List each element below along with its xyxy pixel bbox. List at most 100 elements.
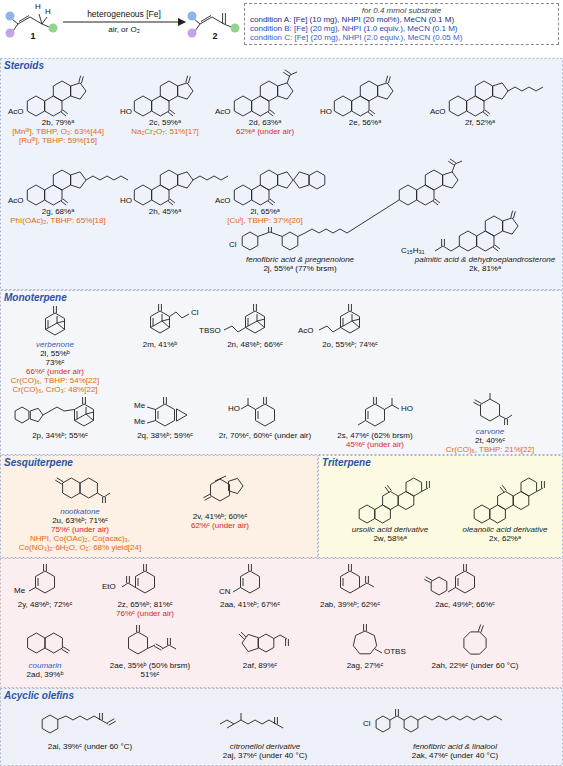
compound-text: 2b, 79%ᵃ	[2, 118, 114, 127]
condition-label: air, or O₂	[108, 25, 140, 34]
condition-text: condition A: [Fe] (10 mg), NHPI (20 mol%…	[250, 15, 553, 24]
compound-text: 2ae, 35%ᵇ (50% brsm)	[100, 661, 200, 670]
compound-text: 2s, 47%ᶜ (62% brsm)	[325, 431, 425, 440]
compound-text: [Mnᴵᴵᴵ], TBHP, O₂: 63%[44]	[2, 127, 114, 136]
compound-text: 2r, 70%ᶜ, 60%ᶜ (under air)	[210, 431, 320, 440]
section-band	[319, 456, 563, 558]
compound-text: 2j, 55%ᵃ (77% brsm)	[230, 264, 370, 273]
compound-entry: carvone2t, 40%ᶜCr(CO)₆, TBHP: 21%[22]	[435, 427, 545, 454]
compound-entry: 2c, 59%ᵃNa₂Cr₂O₇: 51%[17]	[119, 118, 211, 136]
compound-text: 2n, 48%ᵇ; 66%ᶜ	[209, 340, 301, 349]
compound-text: 2ab, 39%ᵇ; 62%ᶜ	[307, 600, 393, 609]
compound-text: [Cuᴵ], TBHP: 37%[20]	[215, 216, 315, 225]
atom-label: Me	[134, 417, 145, 426]
compound-text: 2h, 45%ᵃ	[123, 207, 207, 216]
atom-label: HO	[120, 196, 132, 205]
compound-entry: 2d, 63%ᵃ62%ᵃ (under air)	[219, 118, 311, 136]
compound-text: 2x, 62%ᵃ	[450, 534, 560, 543]
compound-text: 2z, 65%ᵇ; 81%ᶜ	[102, 600, 188, 609]
atom-label: Cl	[191, 308, 199, 317]
compound-text: 2ak, 47%ᶜ (under 40 °C)	[370, 751, 540, 760]
compound-text: 2i, 65%ᵃ	[215, 207, 315, 216]
atom-label: TBSO	[199, 326, 221, 335]
compound-number-box: 1	[4, 2, 62, 42]
compound-text: 2ad, 39%ᵇ	[5, 670, 85, 679]
section-band: Steroids2b, 79%ᵃ[Mnᴵᴵᴵ], TBHP, O₂: 63%[4…	[0, 58, 563, 290]
compound-entry: verbenone2l, 55%ᵇ73%ᶜ66%ᶜ (under air)Cr(…	[3, 340, 107, 394]
compound-entry: nootkatone2u, 63%ᵇ; 71%ᶜ75%ᶜ (under air)…	[5, 507, 155, 552]
compound-text: carvone	[435, 427, 545, 436]
compound-entry: coumarin2ad, 39%ᵇ	[5, 661, 85, 679]
compound-entry: 2f, 52%ᵃ	[438, 118, 522, 127]
compound-number: 2	[212, 31, 217, 42]
compound-text: palmitic acid & dehydroepiandrosterone	[405, 255, 563, 264]
compound-entry: 2ai, 39%ᶜ (under 60 °C)	[25, 742, 155, 751]
atom-label: H	[45, 7, 51, 16]
compound-text: coumarin	[5, 661, 85, 670]
compound-number-box: 2	[186, 2, 244, 42]
compound-text: 2u, 63%ᵇ; 71%ᶜ	[5, 516, 155, 525]
compound-text: Na₂Cr₂O₇: 51%[17]	[119, 127, 211, 136]
compound-entry: 2e, 56%ᵃ	[329, 118, 401, 127]
compound-text: PhI(OAc)₂, TBHP: 65%[18]	[2, 216, 114, 225]
atom-label: H	[35, 2, 41, 11]
compound-structures	[15, 70, 544, 733]
condition-text: for 0.4 mmol substrate	[250, 6, 553, 15]
compound-entry: 2ae, 35%ᵇ (50% brsm)51%ᶜ	[100, 661, 200, 679]
compound-text: 2af, 89%ᶜ	[220, 661, 300, 670]
compound-text: 2c, 59%ᵃ	[119, 118, 211, 127]
atom-label: HO	[228, 404, 240, 413]
reaction-arrow	[63, 21, 185, 22]
atom-label: EtO	[102, 582, 116, 591]
section-title: Monoterpene	[4, 292, 67, 304]
atom-label: AcO	[298, 326, 314, 335]
compound-text: fenofibric acid & pregnenolone	[230, 255, 370, 264]
arrow-label: heterogeneous [Fe]	[87, 9, 161, 19]
compound-text: verbenone	[3, 340, 107, 349]
atom-label: AcO	[430, 107, 446, 116]
compound-entry: 2m, 41%ᵇ	[124, 340, 196, 349]
compound-text: Cr(CO)₆, TBHP: 54%[22]	[3, 376, 107, 385]
atom-label: AcO	[215, 196, 231, 205]
substituent-ball	[49, 24, 58, 33]
compound-text: 2ah, 22%ᶜ (under 60 °C)	[420, 661, 530, 670]
compound-text: ursolic acid derivative	[335, 525, 445, 534]
compound-text: 62%ᵃ (under air)	[219, 127, 311, 136]
compound-text: 2aa, 41%ᵇ; 67%ᶜ	[207, 600, 293, 609]
section-title: Acyclic olefins	[4, 690, 74, 702]
compound-text: [Ruᴵᴵᴵ], TBHP: 59%[16]	[2, 136, 114, 145]
compound-text: 73%ᶜ	[3, 358, 107, 367]
compound-text: 2ag, 27%ᶜ	[325, 661, 405, 670]
compound-text: 2o, 55%ᵇ; 74%ᶜ	[304, 340, 396, 349]
substituent-ball	[6, 29, 15, 38]
compound-entry: 2o, 55%ᵇ; 74%ᶜ	[304, 340, 396, 349]
compound-entry: 2p, 34%ᵇ; 55%ᶜ	[14, 431, 106, 440]
compound-entry: 2y, 48%ᵇ; 72%ᶜ	[5, 600, 85, 609]
compound-text: 2w, 58%ᵃ	[335, 534, 445, 543]
atom-label: HO	[120, 107, 132, 116]
compound-entry: 2z, 65%ᵇ; 81%ᶜ76%ᶜ (under air)	[102, 600, 188, 618]
compound-entry: 2b, 79%ᵃ[Mnᴵᴵᴵ], TBHP, O₂: 63%[44][Ruᴵᴵᴵ…	[2, 118, 114, 145]
section-band: Acyclic olefins2ai, 39%ᶜ (under 60 °C)ci…	[0, 688, 563, 766]
compound-entry: 2aa, 41%ᵇ; 67%ᶜ	[207, 600, 293, 609]
compound-text: 2l, 55%ᵇ	[3, 349, 107, 358]
compound-number: 1	[30, 31, 35, 42]
compound-text: 2d, 63%ᵃ	[219, 118, 311, 127]
compound-text: 2p, 34%ᵇ; 55%ᶜ	[14, 431, 106, 440]
compound-entry: 2n, 48%ᵇ; 66%ᶜ	[209, 340, 301, 349]
compound-text: 2m, 41%ᵇ	[124, 340, 196, 349]
substituent-ball	[231, 24, 240, 33]
substituent-ball	[6, 12, 15, 21]
atom-label: AcO	[8, 196, 24, 205]
compound-entry: 2h, 45%ᵃ	[123, 207, 207, 216]
compound-text: 2f, 52%ᵃ	[438, 118, 522, 127]
section-band	[1, 291, 563, 455]
atom-label: OTBS	[384, 647, 406, 656]
compound-entry: 2ag, 27%ᶜ	[325, 661, 405, 670]
compound-entry: palmitic acid & dehydroepiandrosterone2k…	[405, 255, 563, 273]
compound-text: 51%ᶜ	[100, 670, 200, 679]
compound-entry: 2i, 65%ᵃ[Cuᴵ], TBHP: 37%[20]	[215, 207, 315, 225]
atom-label: AcO	[215, 107, 231, 116]
compound-text: 2ac, 49%ᵇ; 66%ᶜ	[420, 600, 510, 609]
compound-text: 2ai, 39%ᶜ (under 60 °C)	[25, 742, 155, 751]
